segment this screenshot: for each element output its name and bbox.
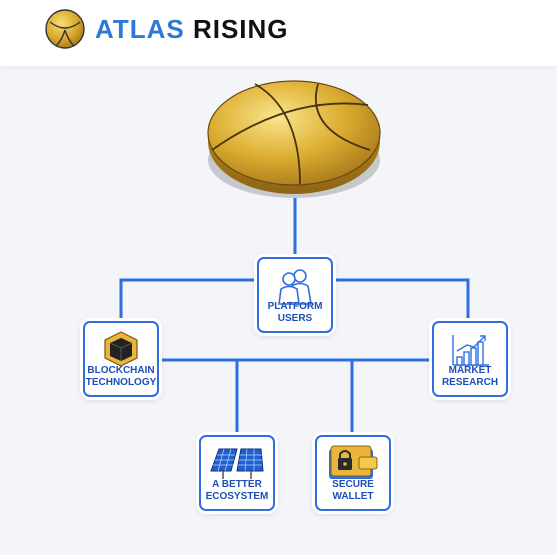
- site-header: ATLAS RISING: [0, 0, 557, 66]
- blockchain-cube-icon: [104, 331, 138, 367]
- brand-title-part2: RISING: [192, 14, 289, 44]
- brand-title-part1: ATLAS: [95, 14, 185, 44]
- node-better-ecosystem-label: A BETTER ECOSYSTEM: [205, 479, 269, 502]
- node-blockchain-technology-label: BLOCKCHAIN TECHNOLOGY: [85, 365, 157, 388]
- wallet-lock-icon: [329, 445, 378, 479]
- solar-panel-icon: [210, 448, 264, 479]
- node-secure-wallet-label: SECURE WALLET: [332, 479, 374, 502]
- node-secure-wallet[interactable]: SECURE WALLET: [315, 435, 391, 511]
- node-market-research[interactable]: MARKET RESEARCH: [432, 321, 508, 397]
- node-better-ecosystem[interactable]: A BETTER ECOSYSTEM: [199, 435, 275, 511]
- atlas-logo-icon[interactable]: [44, 8, 86, 50]
- users-icon: [278, 269, 312, 305]
- node-blockchain-technology[interactable]: BLOCKCHAIN TECHNOLOGY: [83, 321, 159, 397]
- node-market-research-label: MARKET RESEARCH: [441, 365, 499, 388]
- node-platform-users[interactable]: PLATFORM USERS: [257, 257, 333, 333]
- bar-chart-icon: [452, 335, 489, 366]
- node-platform-users-label: PLATFORM USERS: [267, 301, 323, 324]
- brand-title[interactable]: ATLAS RISING: [95, 14, 289, 45]
